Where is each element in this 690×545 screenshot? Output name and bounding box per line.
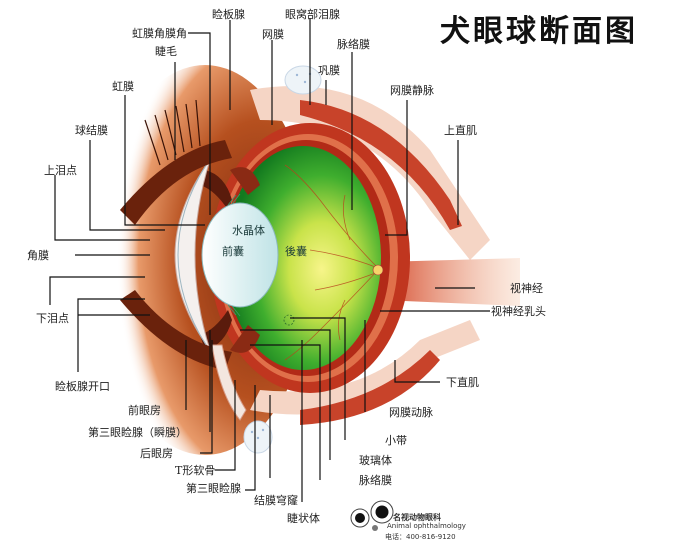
label-iris: 虹膜 [112,80,134,93]
label-posterior-capsule: 後囊 [285,245,307,258]
label-optic-nerve: 视神经 [510,282,543,295]
label-inferior-rectus: 下直肌 [446,376,479,389]
label-retinal-vein: 网膜静脉 [390,84,434,97]
label-t-cartilage: T形软骨 [175,464,216,477]
label-posterior-chamber: 后眼房 [140,447,173,460]
logo-graphic [350,500,394,531]
leader-lines [49,18,490,502]
label-anterior-chamber: 前眼房 [128,404,161,417]
label-lower-punctum: 下泪点 [36,312,69,325]
label-bulbar-conjunctiva: 球结膜 [75,124,108,137]
label-eyelash: 睫毛 [155,45,177,58]
label-superior-rectus: 上直肌 [444,124,477,137]
label-iris-corneal-angle: 虹膜角膜角 [132,27,187,40]
label-sclera: 巩膜 [318,64,340,77]
logo-name: 名视动物眼科 [393,513,441,522]
label-cornea: 角膜 [27,249,49,262]
label-conjunctival-fornix: 结膜穹窿 [254,494,298,507]
label-tarsal-gland-opening: 睑板腺开口 [55,380,110,393]
vitreous-body [225,146,381,370]
label-lens: 水晶体 [232,224,265,237]
logo-phone: 电话：400-816-9120 [385,533,456,541]
label-tarsal-gland: 睑板腺 [212,8,245,21]
label-third-eyelid-gland-nictitans: 第三眼睑腺（瞬膜） [88,426,187,439]
label-vitreous: 玻璃体 [359,454,392,467]
label-choroid-top: 脉络膜 [337,38,370,51]
label-upper-punctum: 上泪点 [44,164,77,177]
label-zonule: 小带 [385,434,407,447]
label-choroid-bottom: 脉络膜 [359,474,392,487]
label-third-eyelid-gland: 第三眼睑腺 [186,482,241,495]
logo-subtitle: Animal ophthalmology [387,522,466,530]
label-retinal-artery: 网膜动脉 [389,406,433,419]
label-anterior-capsule: 前囊 [222,245,244,258]
label-retina: 网膜 [262,28,284,41]
label-ciliary-body: 睫状体 [287,512,320,525]
diagram-title: 犬眼球断面图 [440,14,638,49]
lens-shape [201,202,279,308]
label-orbital-lacrimal-gland: 眼窝部泪腺 [285,8,340,21]
label-optic-disc: 视神经乳头 [491,305,546,318]
